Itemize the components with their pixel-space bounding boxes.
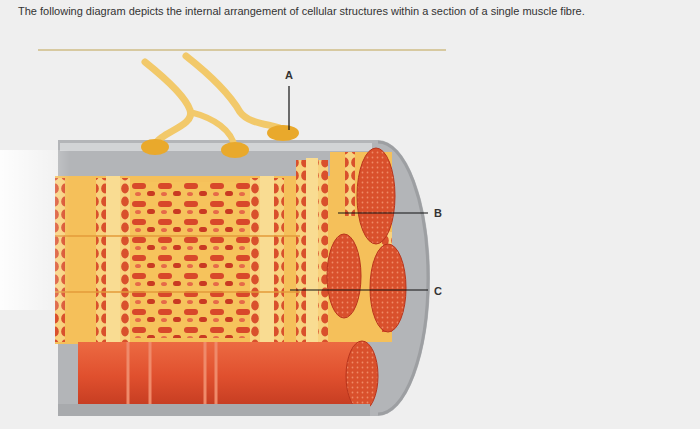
leader-line [288, 86, 289, 130]
myofibril-end [346, 341, 378, 411]
terminal-cisterna [345, 152, 355, 216]
callout-letter: B [434, 206, 442, 220]
sr-network [128, 182, 252, 338]
terminal-cisterna [318, 160, 328, 342]
axon [186, 56, 283, 130]
myofibril-end [327, 234, 361, 318]
glare [0, 150, 70, 310]
myofibril-boundary [55, 236, 300, 292]
myofibril-end [370, 244, 406, 332]
sarcomere-band [128, 342, 216, 410]
sarcoplasmic-reticulum [55, 176, 337, 344]
myofibril-end [357, 148, 395, 244]
leader-line [290, 289, 428, 290]
terminal-cisterna [274, 178, 284, 342]
axon [190, 112, 235, 148]
terminal-cisterna [96, 178, 106, 342]
t-tubule [106, 176, 120, 344]
callout-letter: C [434, 284, 442, 298]
terminal-cisterna [120, 178, 130, 342]
axon [145, 62, 191, 145]
t-tubule [306, 158, 318, 344]
leader-line [338, 212, 428, 213]
terminal-cisterna [250, 178, 260, 342]
sarcolemma-highlight [60, 143, 372, 151]
callout-letter: A [285, 68, 293, 82]
sarcolemma-edge [378, 142, 428, 414]
myofibril [78, 342, 364, 410]
rule-line [38, 49, 446, 51]
terminal-cisterna [296, 160, 306, 342]
t-tubule [260, 176, 274, 344]
axon-terminal [221, 142, 249, 158]
axon-terminal [141, 139, 169, 155]
sarcolemma [58, 404, 370, 416]
title: The following diagram depicts the intern… [18, 4, 585, 18]
axon-terminal [267, 125, 299, 141]
